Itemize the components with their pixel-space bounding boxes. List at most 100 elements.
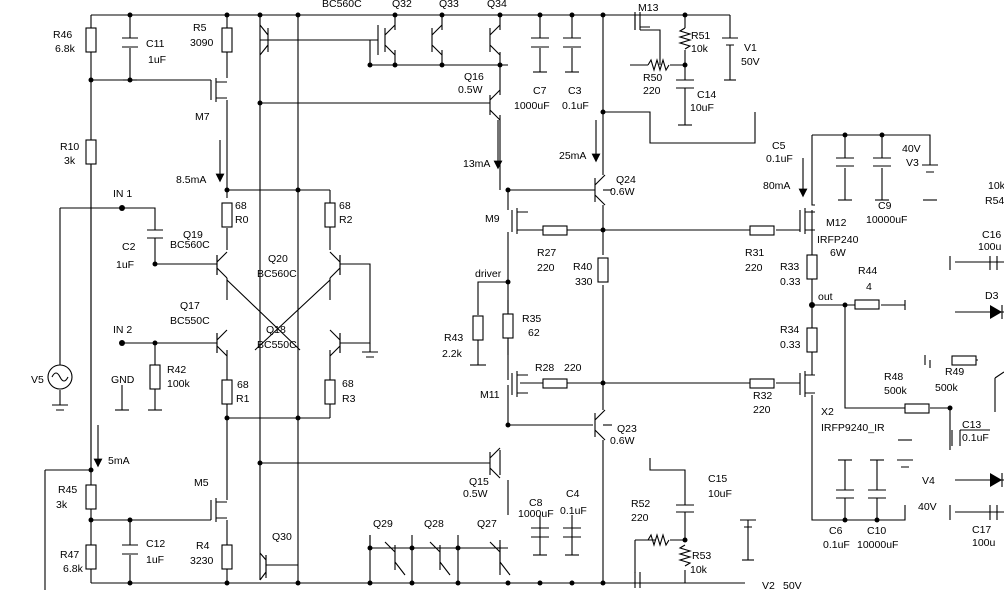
label-R48: R48	[884, 371, 903, 383]
capacitor-C11	[122, 37, 138, 48]
label-V4: V4	[922, 475, 935, 487]
power-M12: 6W	[830, 247, 846, 259]
value-R27: 220	[537, 262, 555, 274]
label-Q17: Q17	[180, 300, 200, 312]
transistor-Q17	[216, 329, 228, 357]
label-C2: C2	[122, 241, 136, 253]
resistor-R46	[85, 27, 97, 53]
value-R34: 0.33	[780, 339, 801, 351]
label-driver: driver	[475, 268, 502, 280]
label-V3: V3	[906, 157, 919, 169]
value-C12: 1uF	[146, 554, 164, 566]
label-bc560c-top: BC560C	[322, 0, 362, 10]
label-R46: R46	[53, 29, 72, 41]
label-R52: R52	[631, 498, 650, 510]
label-C4: C4	[566, 488, 580, 500]
label-R47: R47	[60, 549, 79, 561]
resistor-R42	[149, 364, 161, 390]
label-C5: C5	[772, 140, 786, 152]
label-Q32: Q32	[392, 0, 412, 10]
resistor-R33	[806, 254, 818, 280]
label-C11: C11	[146, 38, 165, 50]
transistor-Q18	[329, 329, 341, 357]
label-Q15: Q15	[469, 476, 489, 488]
value-R48: 500k	[884, 385, 908, 397]
label-Q33: Q33	[439, 0, 459, 10]
label-C8: C8	[529, 497, 543, 509]
value-C8: 1000uF	[518, 508, 554, 520]
label-C10: C10	[867, 525, 886, 537]
resistor-R40	[597, 257, 609, 283]
label-C17: C17	[972, 524, 991, 536]
value-R51: 10k	[691, 43, 709, 55]
value-C15: 10uF	[708, 488, 732, 500]
resistor-R45	[85, 484, 97, 510]
mosfet-X2	[799, 371, 815, 397]
value-R0: 68	[235, 200, 247, 212]
mosfet-M11	[511, 371, 528, 397]
resistor-R31	[749, 225, 775, 236]
capacitor-C2	[147, 229, 163, 239]
label-IN2: IN 2	[113, 324, 132, 336]
label-M13: M13	[638, 2, 659, 14]
capacitor-C3	[563, 37, 581, 48]
value-R46: 6.8k	[55, 43, 76, 55]
label-R31: R31	[745, 247, 764, 259]
value-V2: 50V	[783, 580, 802, 590]
type-X2: IRFP9240_IR	[821, 422, 885, 434]
mosfet-M9	[511, 208, 528, 234]
label-Q23: Q23	[617, 423, 637, 435]
value-R53: 10k	[690, 564, 708, 576]
label-R35: R35	[522, 313, 541, 325]
power-Q23: 0.6W	[610, 435, 635, 447]
capacitor-C14	[676, 79, 694, 89]
value-C10: 10000uF	[857, 539, 898, 551]
type-M12: IRFP240	[817, 234, 859, 246]
resistor-R10	[85, 139, 97, 165]
diode-lower	[990, 473, 1002, 487]
mosfet-M13	[634, 12, 650, 30]
mosfet-M12	[799, 208, 815, 234]
transistor-Q32	[384, 24, 396, 56]
label-R4: R4	[196, 540, 210, 552]
label-Q20: Q20	[268, 253, 288, 265]
transistor-Q30	[259, 552, 267, 581]
label-GND: GND	[111, 374, 135, 386]
capacitor-C13	[951, 430, 961, 446]
value-C16: 100u	[978, 241, 1002, 253]
resistor-R47	[85, 544, 97, 570]
value-R33: 0.33	[780, 276, 801, 288]
transistor-Q23	[594, 409, 606, 441]
label-X2: X2	[821, 406, 834, 418]
label-Q27: Q27	[477, 518, 497, 530]
label-Q16: Q16	[464, 71, 484, 83]
label-R0: R0	[235, 214, 249, 226]
label-current-5mA: 5mA	[108, 455, 130, 467]
value-C3: 0.1uF	[562, 100, 589, 112]
label-M7: M7	[195, 111, 210, 123]
transistor-Q-top-left	[259, 24, 269, 56]
mosfets	[511, 12, 815, 588]
label-R1: R1	[236, 393, 250, 405]
value-C6: 0.1uF	[823, 539, 850, 551]
resistor-R2	[324, 202, 336, 228]
label-Q34: Q34	[487, 0, 507, 10]
label-current-13mA: 13mA	[463, 158, 490, 170]
value-C9: 10000uF	[866, 214, 907, 226]
resistor-R43	[472, 315, 484, 341]
label-C15: C15	[708, 473, 727, 485]
capacitor-C6	[836, 489, 854, 499]
component-labels: R46 6.8k C11 1uF R5 3090 M7 R10 3k 8.5mA…	[31, 0, 1004, 590]
transistors	[216, 24, 606, 581]
value-R5: 3090	[190, 37, 214, 49]
label-R32: R32	[753, 390, 772, 402]
label-C6: C6	[829, 525, 843, 537]
type-Q17: BC550C	[170, 315, 210, 327]
value-C7: 1000uF	[514, 100, 550, 112]
value-R42: 100k	[167, 378, 191, 390]
value-R40: 330	[575, 276, 593, 288]
value-V3: 40V	[902, 143, 921, 155]
capacitor-C10	[868, 489, 886, 499]
transistor-Q29	[384, 541, 406, 576]
